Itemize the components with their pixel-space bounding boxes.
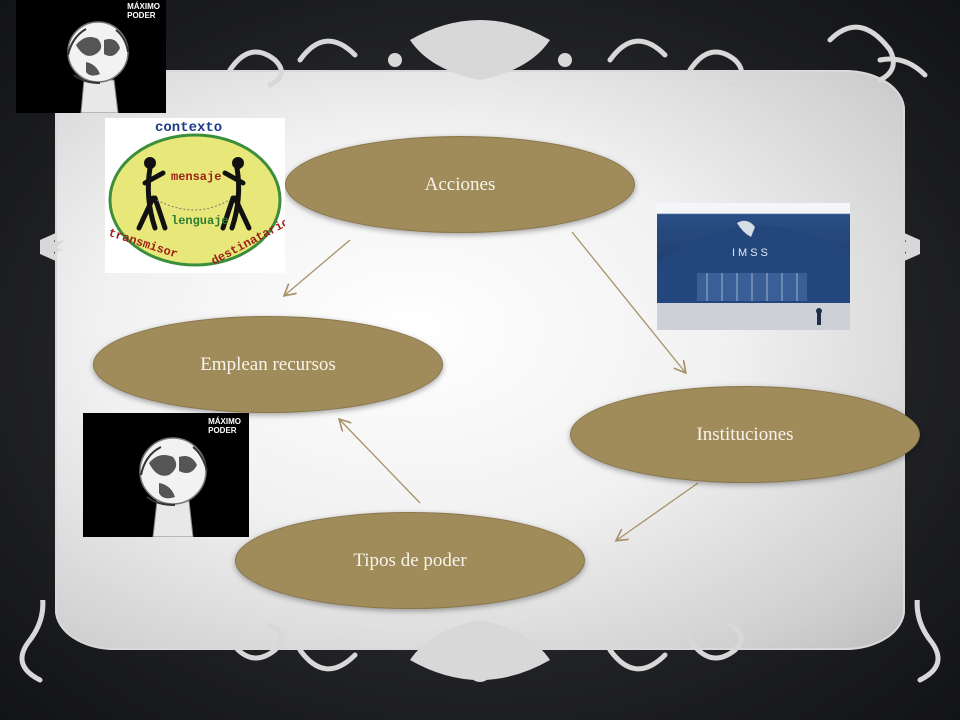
imss-sign: IMSS — [732, 247, 771, 259]
maximo-label: MÁXIMO — [208, 417, 241, 426]
node-instituciones-label: Instituciones — [696, 423, 794, 445]
communication-image: contexto mensaje lenguaje transmisor des… — [105, 118, 285, 273]
node-emplean-recursos: Emplean recursos — [93, 316, 443, 413]
node-tipos-de-poder: Tipos de poder — [235, 512, 585, 609]
poder-label: PODER — [208, 426, 237, 435]
building-figure — [657, 220, 850, 330]
maximo-poder-image-top: MÁXIMO PODER — [16, 0, 166, 113]
arrow-instituciones-to-tipos — [617, 482, 699, 540]
arrow-acciones-to-instituciones — [571, 231, 685, 372]
lenguaje-label: lenguaje — [171, 214, 229, 228]
arrow-acciones-to-emplean — [285, 239, 351, 295]
communication-figure — [108, 133, 282, 267]
maximo-label: MÁXIMO — [127, 2, 160, 11]
imss-building-image: IMSS — [657, 203, 850, 330]
bottom-ornament — [19, 600, 941, 683]
node-tipos-de-poder-label: Tipos de poder — [353, 549, 467, 571]
node-acciones-label: Acciones — [424, 173, 496, 195]
top-ornament — [227, 20, 928, 88]
maximo-poder-image-bottom: MÁXIMO PODER — [83, 413, 249, 537]
contexto-label: contexto — [155, 120, 223, 136]
fist-globe-icon — [67, 21, 129, 113]
poder-label: PODER — [127, 11, 156, 20]
node-emplean-recursos-label: Emplean recursos — [200, 353, 336, 375]
fist-globe-icon — [139, 437, 208, 537]
arrow-tipos-to-emplean — [340, 420, 421, 504]
node-acciones: Acciones — [285, 136, 635, 233]
node-instituciones: Instituciones — [570, 386, 920, 483]
mensaje-label: mensaje — [171, 170, 222, 184]
